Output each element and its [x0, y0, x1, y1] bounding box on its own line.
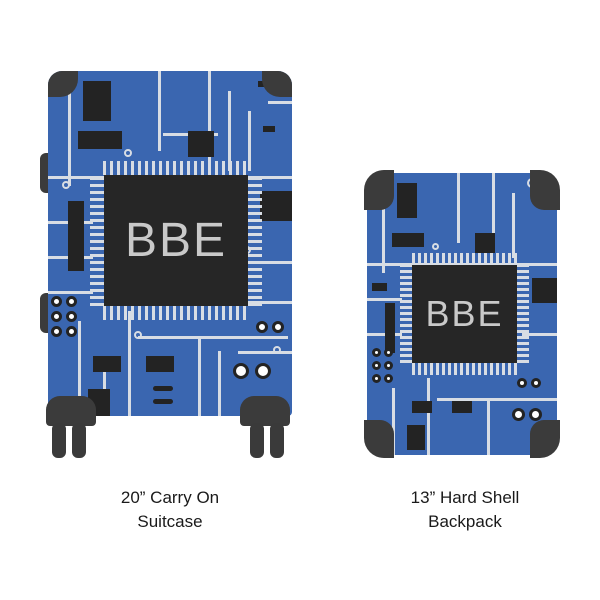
monogram-chip: BBE [412, 265, 517, 363]
backpack-shell: BBE [367, 173, 557, 455]
side-handle [40, 293, 50, 333]
corner-guard [530, 420, 560, 458]
backpack-product[interactable]: BBE [362, 170, 562, 460]
monogram-chip: BBE [104, 175, 248, 306]
backpack-caption-line2: Backpack [428, 512, 502, 531]
corner-guard [364, 420, 394, 458]
wheel [72, 423, 86, 458]
backpack-caption-line1: 13” Hard Shell [410, 488, 520, 507]
wheel-housing [46, 396, 96, 426]
monogram-text: BBE [124, 214, 228, 267]
wheel [250, 423, 264, 458]
corner-guard [530, 170, 560, 210]
suitcase-caption-line2: Suitcase [137, 512, 203, 531]
wheel [270, 423, 284, 458]
monogram-text: BBE [425, 293, 504, 334]
backpack-caption: 13” Hard Shell Backpack [375, 486, 555, 534]
suitcase-shell: BBE [48, 71, 292, 416]
wheel-housing [240, 396, 290, 426]
corner-guard [364, 170, 394, 210]
suitcase-caption: 20” Carry On Suitcase [80, 486, 260, 534]
wheel [52, 423, 66, 458]
side-handle [40, 153, 50, 193]
suitcase-caption-line1: 20” Carry On [120, 488, 220, 507]
suitcase-product[interactable]: BBE [40, 68, 300, 463]
